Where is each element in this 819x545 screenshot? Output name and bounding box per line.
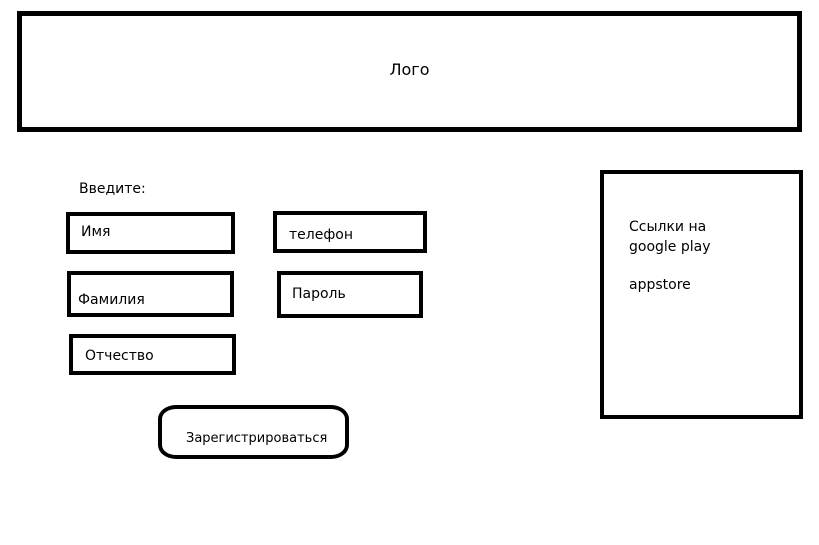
phone-label: телефон <box>289 227 354 243</box>
password-field[interactable]: Пароль <box>277 271 423 318</box>
first-name-label: Имя <box>81 224 111 240</box>
header-logo-area: Лого <box>17 11 802 132</box>
form-prompt: Введите: <box>79 181 146 197</box>
appstore-link[interactable]: appstore <box>629 277 691 293</box>
logo-text: Лого <box>389 60 430 79</box>
last-name-field[interactable]: Фамилия <box>67 271 234 317</box>
register-button-label: Зарегистрироваться <box>186 431 328 446</box>
links-heading: Ссылки на <box>629 219 707 235</box>
middle-name-label: Отчество <box>85 348 154 364</box>
register-button[interactable]: Зарегистрироваться <box>158 405 349 459</box>
password-label: Пароль <box>292 286 346 302</box>
last-name-label: Фамилия <box>78 292 145 308</box>
first-name-field[interactable]: Имя <box>66 212 235 254</box>
middle-name-field[interactable]: Отчество <box>69 334 236 375</box>
google-play-link[interactable]: google play <box>629 239 711 255</box>
phone-field[interactable]: телефон <box>273 211 427 253</box>
app-links-panel: Ссылки на google play appstore <box>600 170 803 419</box>
